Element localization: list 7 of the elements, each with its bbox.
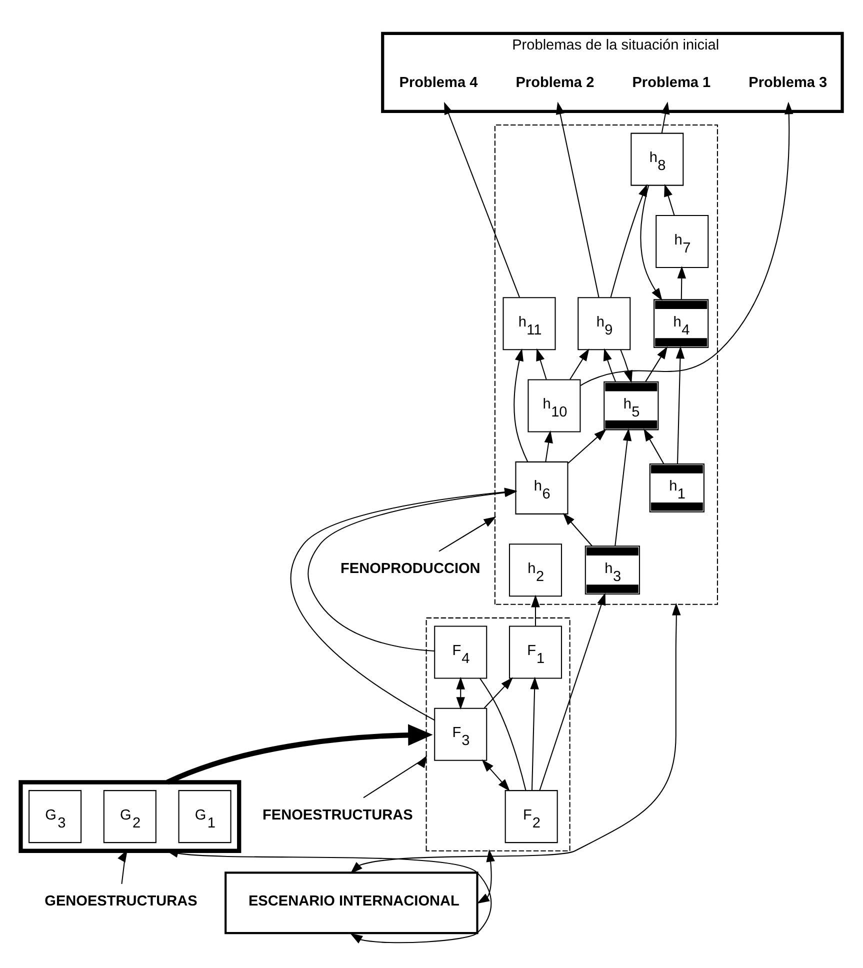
node-text: GENOESTRUCTURAS xyxy=(44,894,198,910)
node-text: Problema 3 xyxy=(748,75,828,92)
node-text: Problema 2 xyxy=(516,75,594,92)
node-text: FENOPRODUCCION xyxy=(340,560,480,577)
node-text: FENOESTRUCTURAS xyxy=(262,807,413,824)
node-text: Problema 1 xyxy=(632,75,711,92)
node-text: Problema 4 xyxy=(399,75,478,92)
